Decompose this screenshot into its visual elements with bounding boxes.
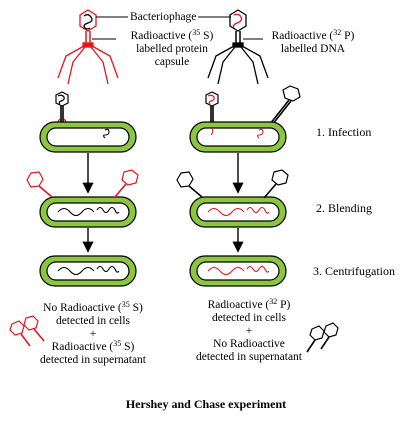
step-centrifugation: 3. Centrifugation <box>313 264 395 278</box>
phage-small-left-infection <box>55 91 69 125</box>
capsule-red-blend-left <box>26 171 53 198</box>
label-s35-capsule: Radioactive (35 S) labelled protein caps… <box>130 28 214 69</box>
step-infection: 1. Infection <box>316 125 372 139</box>
diagram-title: Hershey and Chase experiment <box>125 397 287 411</box>
capsule-red-blend-right <box>113 169 139 199</box>
cell-left-infection <box>39 121 137 153</box>
phage-large-black <box>207 9 269 85</box>
cell-left-centrifugation <box>39 255 137 287</box>
cell-right-blending <box>189 196 287 228</box>
capsules-black-supernatant <box>306 322 339 353</box>
cell-right-centrifugation <box>189 255 287 287</box>
phage-empty-right-infection <box>269 85 301 126</box>
result-left: No Radioactive (35 S) detected in cells … <box>39 300 146 367</box>
cell-right-infection <box>189 121 287 153</box>
step-blending: 2. Blending <box>316 201 372 215</box>
label-bacteriophage: Bacteriophage <box>130 11 197 23</box>
result-right: Radioactive (32 P) detected in cells + N… <box>195 297 302 364</box>
phage-small-right-infection <box>205 91 219 125</box>
label-pointers <box>92 16 263 40</box>
phage-large-red <box>57 9 119 85</box>
capsule-black-blend-left <box>176 171 203 198</box>
flow-arrows <box>82 153 244 253</box>
label-p32-dna: Radioactive (32 P) labelled DNA <box>271 28 355 56</box>
capsule-black-blend-right <box>263 169 289 199</box>
capsules-red-supernatant <box>9 315 45 347</box>
cell-left-blending <box>39 196 137 228</box>
